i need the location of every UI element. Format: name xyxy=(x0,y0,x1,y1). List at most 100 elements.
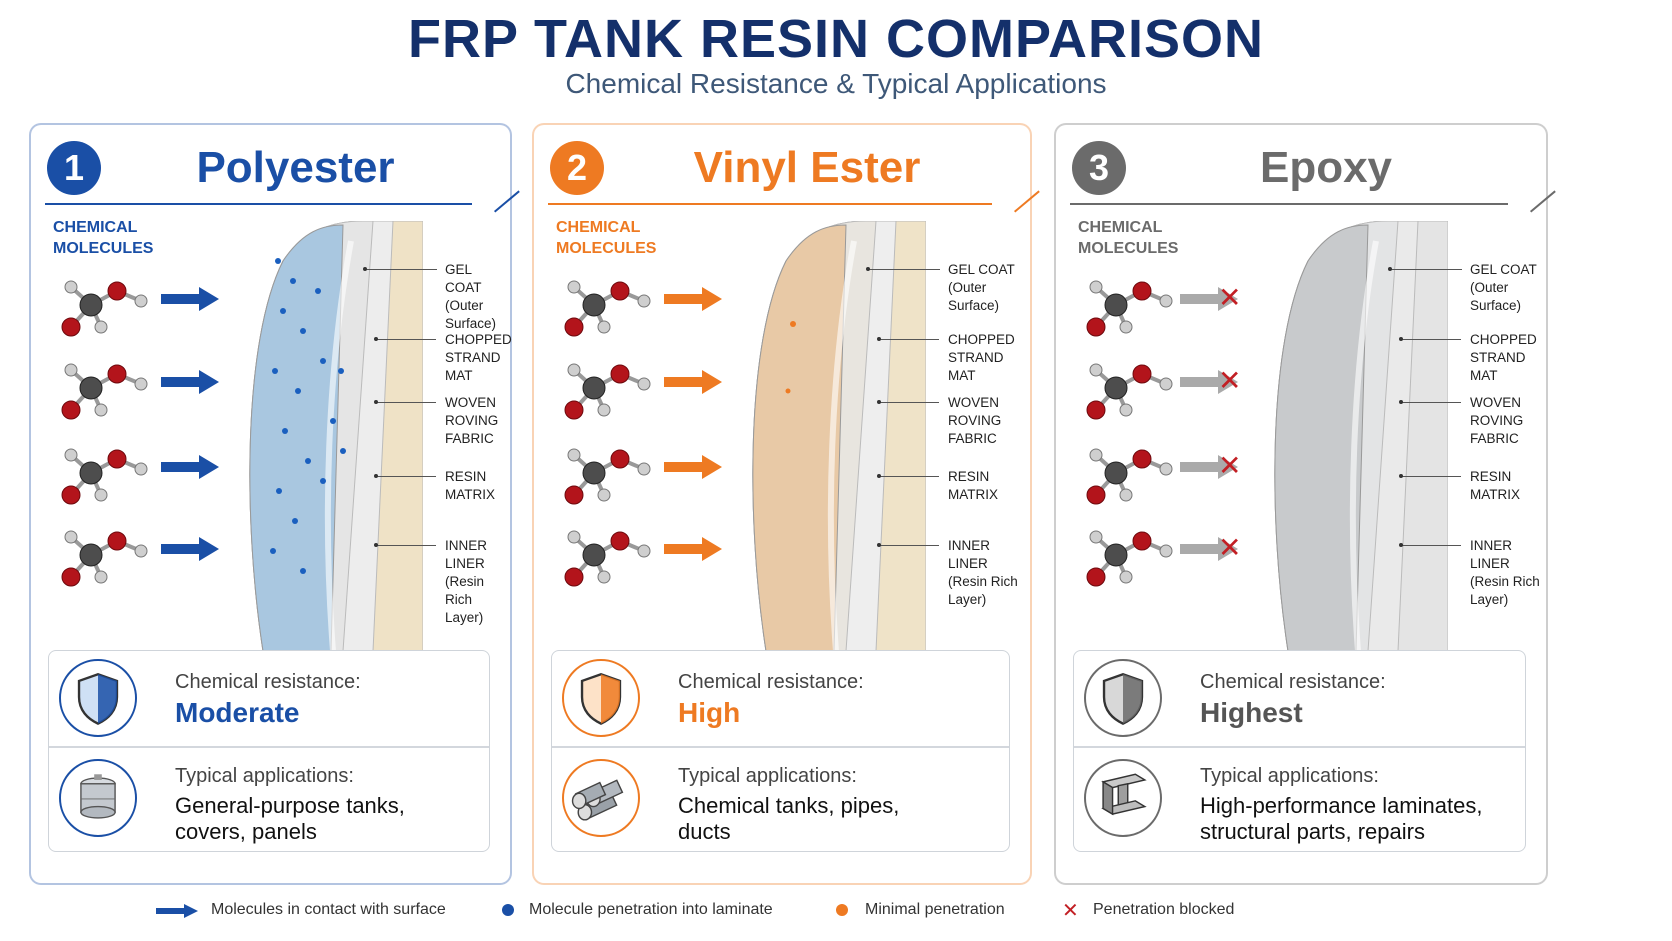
layer-label: CHOPPED STRAND MAT xyxy=(1470,332,1537,383)
resistance-label: Chemical resistance: xyxy=(175,671,361,693)
leader-dot xyxy=(374,474,378,478)
arrow-icon xyxy=(664,537,722,561)
layer-label: RESIN MATRIX xyxy=(1470,469,1520,502)
molecule-icon xyxy=(49,350,153,426)
resistance-value: Moderate xyxy=(175,697,300,728)
leader-dot xyxy=(877,474,881,478)
resistance-label: Chemical resistance: xyxy=(1200,671,1386,693)
chemical-molecules-label: CHEMICAL MOLECULES xyxy=(1078,219,1179,257)
leader-dot xyxy=(363,267,367,271)
molecule-icon xyxy=(552,267,656,343)
leader-line xyxy=(1401,476,1461,477)
x-icon: ✕ xyxy=(1062,900,1079,922)
leader-dot xyxy=(374,400,378,404)
applications-label: Typical applications: xyxy=(678,765,857,787)
molecule-icon xyxy=(1074,267,1178,343)
leader-dot xyxy=(374,543,378,547)
layer-label: INNER LINER (Resin Rich Layer) xyxy=(445,538,488,625)
card-divider xyxy=(1074,746,1525,748)
molecule-icon xyxy=(552,435,656,511)
layer-label: GEL COAT (Outer Surface) xyxy=(445,262,497,331)
laminate-cross-section xyxy=(1248,220,1449,652)
layer-label: GEL COAT (Outer Surface) xyxy=(1470,262,1537,313)
page-subtitle: Chemical Resistance & Typical Applicatio… xyxy=(565,68,1107,99)
panel-name: Polyester xyxy=(196,143,395,192)
layer-label: CHOPPED STRAND MAT xyxy=(948,332,1015,383)
leader-dot xyxy=(374,337,378,341)
legend-minimal: Minimal penetration xyxy=(865,901,1005,918)
pipes-icon xyxy=(562,759,640,837)
layer-label: INNER LINER (Resin Rich Layer) xyxy=(948,538,1018,607)
molecule-icon xyxy=(49,435,153,511)
molecule-icon xyxy=(49,267,153,343)
leader-line xyxy=(1401,339,1461,340)
layer-label: WOVEN ROVING FABRIC xyxy=(445,395,499,446)
leader-dot xyxy=(877,543,881,547)
leader-line xyxy=(376,545,436,546)
header-rule-slant xyxy=(494,190,520,213)
molecule-icon xyxy=(1074,435,1178,511)
laminate-cross-section xyxy=(726,220,927,652)
leader-line xyxy=(376,476,436,477)
laminate-cross-section xyxy=(223,220,424,652)
arrow-icon xyxy=(161,287,219,311)
arrow-icon xyxy=(1180,370,1238,394)
arrow-icon xyxy=(1180,537,1238,561)
panel-name: Epoxy xyxy=(1259,143,1393,192)
shield-icon xyxy=(1084,659,1162,737)
card-divider xyxy=(49,746,489,748)
arrow-icon xyxy=(664,370,722,394)
arrow-icon xyxy=(664,455,722,479)
leader-line xyxy=(879,402,939,403)
header-rule xyxy=(1070,203,1508,205)
leader-dot xyxy=(877,337,881,341)
leader-line xyxy=(868,269,940,270)
applications-value: High-performance laminates, structural p… xyxy=(1200,793,1483,844)
layer-label: RESIN MATRIX xyxy=(948,469,998,502)
leader-line xyxy=(879,339,939,340)
molecule-icon xyxy=(1074,350,1178,426)
applications-value: General-purpose tanks, covers, panels xyxy=(175,793,405,844)
molecule-icon xyxy=(552,350,656,426)
legend: Molecules in contact with surface Molecu… xyxy=(0,898,1672,924)
orange-dot-icon xyxy=(836,904,848,916)
leader-line xyxy=(879,545,939,546)
applications-value: Chemical tanks, pipes, ducts xyxy=(678,793,900,844)
panel-name: Vinyl Ester xyxy=(693,143,921,192)
legend-blocked: Penetration blocked xyxy=(1093,901,1235,918)
arrow-icon xyxy=(161,455,219,479)
molecule-icon xyxy=(1074,517,1178,593)
leader-line xyxy=(1390,269,1462,270)
x-icon: ✕ xyxy=(1218,282,1242,313)
shield-icon xyxy=(59,659,137,737)
x-icon: ✕ xyxy=(1218,450,1242,481)
panel-number: 2 xyxy=(550,141,604,195)
layer-label: CHOPPED STRAND MAT xyxy=(445,332,512,383)
arrow-icon xyxy=(1180,287,1238,311)
x-icon: ✕ xyxy=(1218,365,1242,396)
panel-header: 2 Vinyl Ester xyxy=(542,135,1040,213)
layer-label: WOVEN ROVING FABRIC xyxy=(948,395,1002,446)
x-icon: ✕ xyxy=(1218,532,1242,563)
header-rule-slant xyxy=(1014,190,1040,213)
layer-label: GEL COAT (Outer Surface) xyxy=(948,262,1015,313)
arrow-icon xyxy=(1180,455,1238,479)
arrow-icon xyxy=(161,370,219,394)
resistance-label: Chemical resistance: xyxy=(678,671,864,693)
header-rule xyxy=(548,203,992,205)
molecule-icon xyxy=(552,517,656,593)
applications-label: Typical applications: xyxy=(1200,765,1379,787)
panel-number: 3 xyxy=(1072,141,1126,195)
layer-label: RESIN MATRIX xyxy=(445,469,495,502)
legend-penetration: Molecule penetration into laminate xyxy=(529,901,773,918)
legend-contact: Molecules in contact with surface xyxy=(211,901,446,918)
blue-dot-icon xyxy=(502,904,514,916)
leader-dot xyxy=(1388,267,1392,271)
molecule-icon xyxy=(49,517,153,593)
